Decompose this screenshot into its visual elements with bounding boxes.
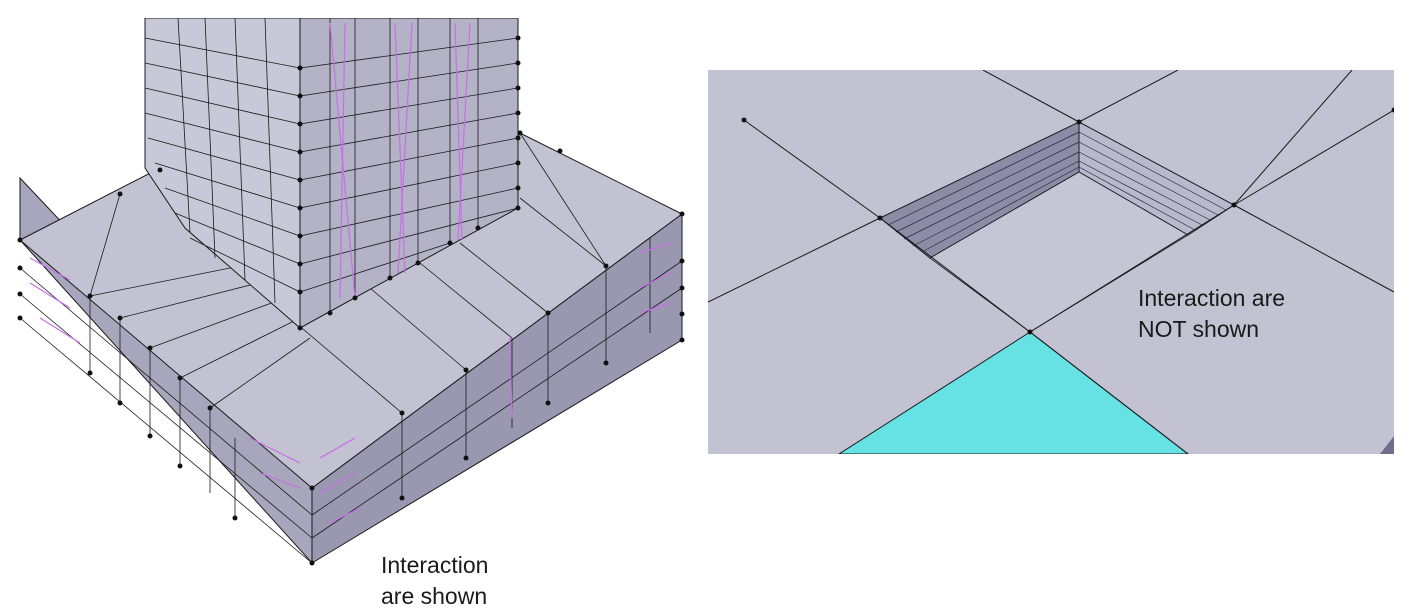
mesh-3d-model-left[interactable]: [0, 18, 700, 578]
caption-interactions-shown: Interaction are shown: [381, 550, 488, 612]
surface-nodes: [741, 107, 1394, 335]
mesh-3d-model-right[interactable]: [708, 70, 1394, 454]
base-top-grid: [89, 132, 607, 414]
tower-front-face: [144, 18, 301, 330]
caption-line: Interaction: [381, 552, 489, 578]
base-right-layers: [311, 238, 683, 539]
caption-line: are shown: [381, 583, 488, 609]
tower-grid: [144, 18, 519, 313]
pit-layers: [887, 131, 1227, 253]
surface-grid: [708, 70, 1394, 454]
caption-line: Interaction are: [1138, 285, 1286, 311]
interaction-markers: [29, 22, 671, 524]
caption-line: NOT shown: [1138, 316, 1260, 342]
mesh-view-interactions-shown[interactable]: [0, 18, 700, 578]
pit-floor: [929, 171, 1189, 333]
mesh-nodes: [17, 35, 685, 566]
mesh-view-interactions-hidden[interactable]: [708, 70, 1394, 454]
edge-sliver: [1380, 436, 1394, 454]
caption-interactions-not-shown: Interaction are NOT shown: [1138, 283, 1285, 345]
base-left-layers: [19, 267, 313, 564]
